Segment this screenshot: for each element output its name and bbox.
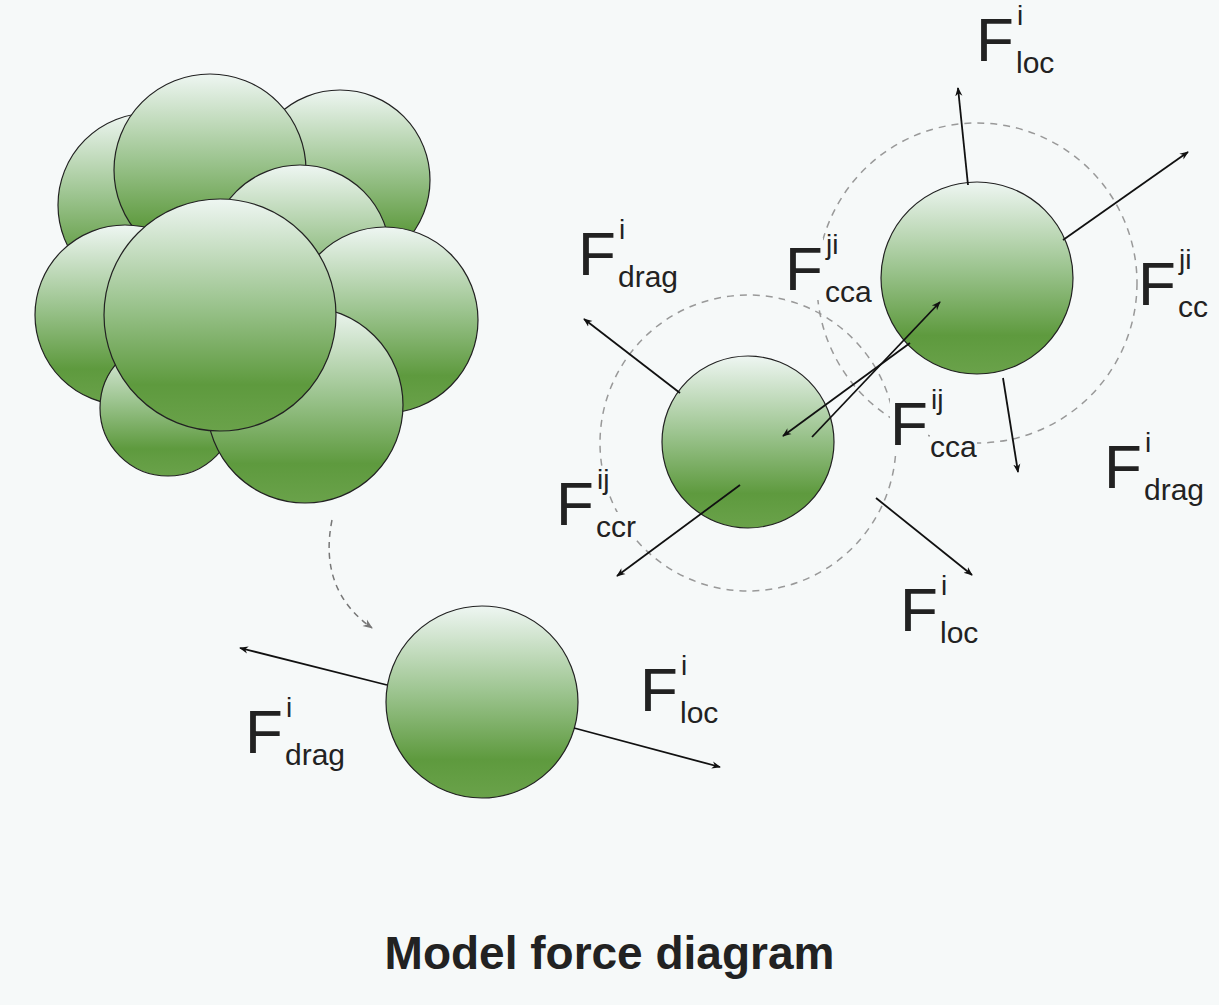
force-subscript: ccr: [596, 512, 636, 542]
detach-arrow: [329, 520, 372, 628]
force-symbol: F: [578, 223, 616, 285]
force-symbol: F: [1104, 436, 1142, 498]
force-superscript: i: [681, 652, 687, 680]
cell-cluster: [35, 74, 478, 503]
force-symbol: F: [785, 238, 823, 300]
force-subscript: loc: [940, 618, 978, 648]
force-superscript: i: [1017, 2, 1023, 30]
force-superscript: ij: [931, 386, 943, 414]
force-subscript: cca: [825, 277, 872, 307]
single-cell: [386, 182, 1073, 798]
force-superscript: ij: [597, 466, 609, 494]
force-subscript: loc: [680, 698, 718, 728]
force-subscript: loc: [1016, 48, 1054, 78]
force-superscript: i: [1145, 429, 1151, 457]
force-subscript: drag: [618, 262, 678, 292]
force-symbol: F: [1138, 253, 1176, 315]
force-superscript: i: [286, 694, 292, 722]
force-subscript: drag: [1144, 475, 1204, 505]
interaction-radius: [600, 123, 1137, 591]
force-symbol: F: [890, 393, 928, 455]
force-symbol: F: [640, 659, 678, 721]
force-symbol: F: [976, 9, 1014, 71]
force-symbol: F: [245, 701, 283, 763]
force-superscript: i: [619, 216, 625, 244]
force-subscript: cca: [930, 432, 977, 462]
force-arrow: [240, 88, 1188, 767]
force-superscript: ji: [826, 231, 838, 259]
force-subscript: cc: [1178, 292, 1208, 322]
force-subscript: drag: [285, 740, 345, 770]
force-symbol: F: [900, 579, 938, 641]
force-superscript: i: [941, 572, 947, 600]
force-superscript: ji: [1179, 246, 1191, 274]
diagram-title: Model force diagram: [0, 928, 1219, 979]
force-symbol: F: [556, 473, 594, 535]
